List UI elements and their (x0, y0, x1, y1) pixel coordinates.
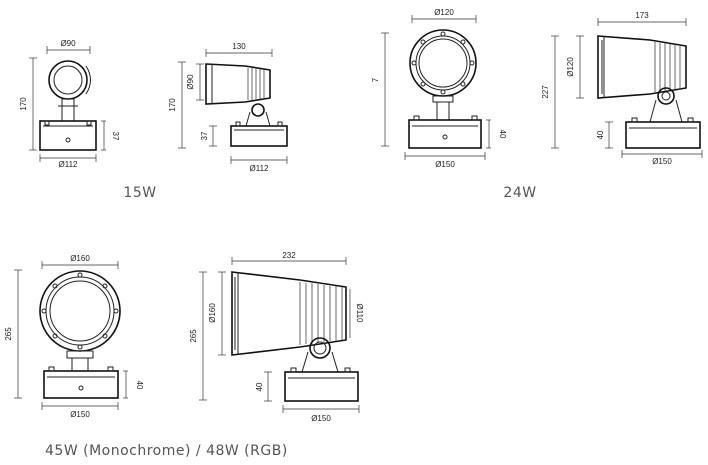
dim-45w-front-height: 265 (4, 327, 13, 341)
dim-15w-front-diameter: Ø90 (60, 39, 76, 48)
dim-24w-front-bottom: Ø150 (435, 160, 455, 169)
dim-24w-front-base: 40 (498, 130, 507, 139)
dim-24w-side-length: 173 (635, 11, 649, 20)
dim-15w-side-base: 37 (200, 131, 209, 140)
dim-45w-side-head: Ø160 (208, 303, 217, 323)
dim-15w-front-height: 170 (19, 97, 28, 111)
caption-45w: 45W (Monochrome) / 48W (RGB) (45, 443, 288, 459)
dim-45w-side-height: 265 (189, 329, 198, 343)
dim-24w-side-bottom: Ø150 (652, 157, 672, 166)
drawing-15w-side: 130 Ø90 170 37 Ø112 (168, 42, 288, 173)
drawing-45w-front: Ø160 265 40 Ø150 (4, 254, 144, 419)
caption-15w: 15W (123, 185, 156, 201)
caption-24w: 24W (503, 185, 536, 201)
dim-45w-side-lens: Ø110 (355, 304, 364, 324)
drawing-15w-front: Ø90 170 37 Ø112 (19, 39, 120, 169)
dim-15w-side-bottom: Ø112 (250, 164, 270, 173)
dim-24w-side-height: 227 (541, 85, 550, 99)
drawing-24w-front: Ø120 7 40 Ø150 (371, 8, 507, 169)
dim-15w-front-bottom: Ø112 (59, 160, 79, 169)
dim-15w-side-head: Ø90 (186, 74, 195, 90)
dim-24w-side-base: 40 (596, 130, 605, 139)
dim-15w-side-length: 130 (232, 42, 246, 51)
drawing-45w-side: 232 Ø160 265 Ø110 40 Ø150 (189, 251, 364, 423)
dim-45w-front-base: 40 (135, 381, 144, 390)
drawing-24w-side: 173 Ø120 227 40 Ø150 (541, 11, 703, 166)
dim-15w-side-height: 170 (168, 98, 177, 112)
dim-15w-front-base: 37 (111, 132, 120, 141)
dim-45w-front-diameter: Ø160 (70, 254, 90, 263)
dim-45w-side-base: 40 (255, 382, 264, 391)
dim-45w-side-bottom: Ø150 (311, 414, 331, 423)
dim-24w-front-diameter: Ø120 (434, 8, 454, 17)
dim-24w-side-head: Ø120 (566, 57, 575, 77)
dim-45w-side-length: 232 (282, 251, 296, 260)
dim-45w-front-bottom: Ø150 (70, 410, 90, 419)
dim-24w-front-height: 7 (371, 77, 380, 82)
